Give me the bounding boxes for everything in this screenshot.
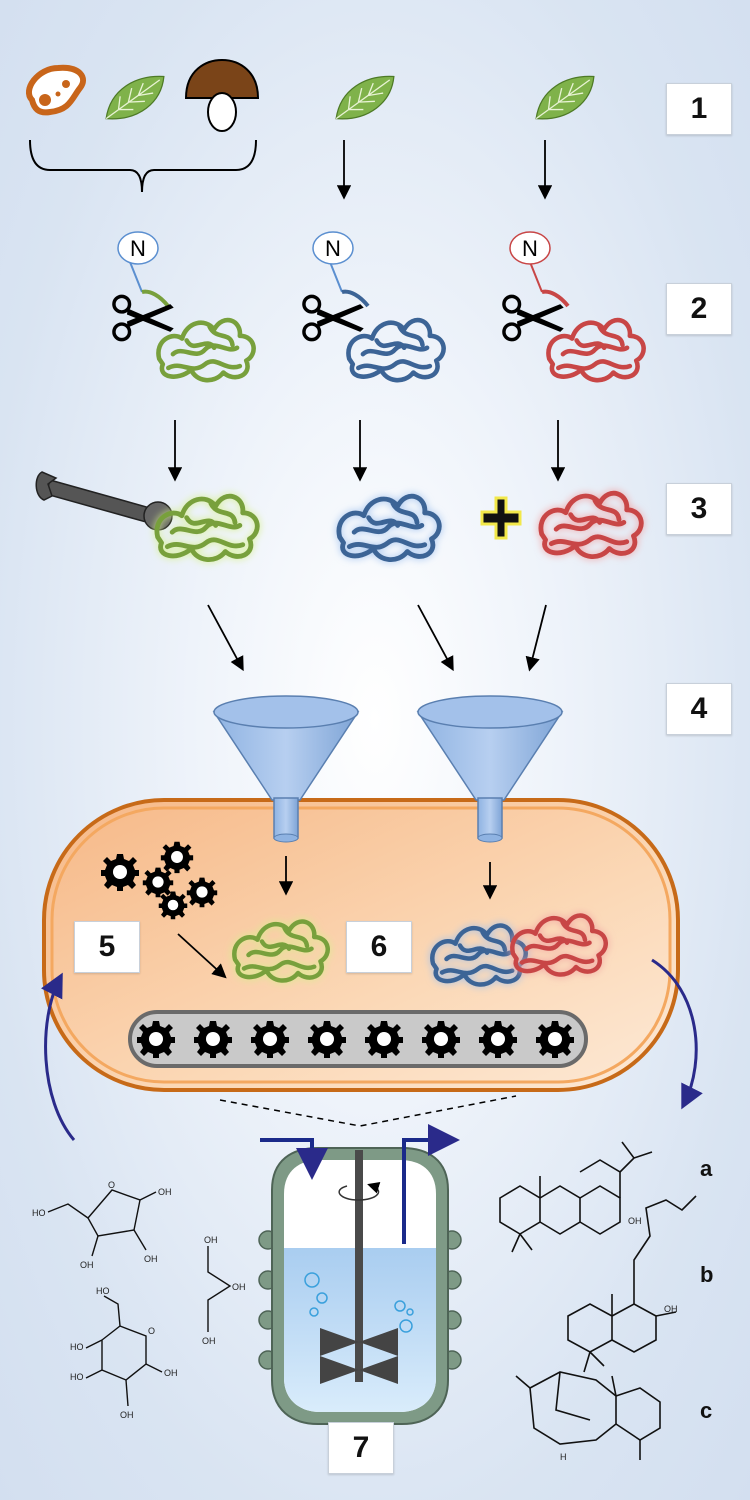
step-4-box: 4 [666, 683, 732, 735]
svg-text:OH: OH [144, 1254, 158, 1264]
svg-text:N: N [130, 236, 146, 261]
arrow [207, 604, 244, 672]
bacterium-icon [26, 64, 86, 116]
blue-enzyme-active [339, 496, 439, 559]
compound-a-structure [499, 1141, 653, 1253]
step-1-box: 1 [666, 83, 732, 135]
plant-leaf-icon [105, 75, 165, 120]
compound-b-label: b [700, 1262, 714, 1287]
arrow [417, 604, 454, 672]
step-7-box: 7 [328, 1422, 394, 1474]
fungus-icon [184, 58, 260, 132]
n-terminus-label: N [312, 231, 354, 265]
n-terminus-label: N [509, 231, 551, 265]
n-terminus-label: N [117, 231, 159, 265]
svg-text:HO: HO [32, 1208, 46, 1218]
bioreactor [258, 1124, 462, 1425]
step-3-box: 3 [666, 483, 732, 535]
wrench-icon [35, 471, 173, 531]
svg-text:OH: OH [664, 1304, 678, 1314]
compound-c-label: c [700, 1398, 713, 1423]
plant-leaf-icon [535, 75, 595, 120]
glucose-structure: HO O HO HO OH OH [70, 1286, 178, 1420]
green-enzyme-precursor [112, 261, 254, 380]
glycerol-structure: OH OH OH [202, 1235, 246, 1346]
svg-text:OH: OH [120, 1410, 134, 1420]
plus-icon [480, 496, 522, 540]
step-6-box: 6 [346, 921, 412, 973]
svg-text:OH: OH [80, 1260, 94, 1270]
blue-enzyme-precursor [302, 261, 444, 380]
arrow [525, 604, 547, 672]
svg-text:N: N [325, 236, 341, 261]
arrow [177, 933, 227, 979]
svg-text:HO: HO [96, 1286, 110, 1296]
svg-text:O: O [108, 1180, 115, 1190]
compound-c-structure: H [515, 1371, 661, 1462]
funnel-icon [212, 695, 360, 843]
pathway-gear-track [128, 1010, 588, 1068]
red-enzyme-precursor [502, 261, 644, 380]
grouping-brace [29, 139, 257, 193]
green-enzyme-engineered [157, 496, 257, 559]
plant-leaf-icon [335, 75, 395, 120]
step-5-box: 5 [74, 921, 140, 973]
svg-text:OH: OH [232, 1282, 246, 1292]
zoom-lines [219, 1095, 517, 1127]
svg-text:H: H [560, 1452, 567, 1462]
red-enzyme-active [541, 493, 641, 556]
compound-a-label: a [700, 1156, 713, 1181]
svg-text:OH: OH [158, 1187, 172, 1197]
svg-text:HO: HO [70, 1342, 84, 1352]
compound-b-structure: OH OH [567, 1195, 697, 1373]
product-output-arrow [651, 958, 703, 1110]
svg-text:N: N [522, 236, 538, 261]
step-2-box: 2 [666, 283, 732, 335]
funnel-icon [416, 695, 564, 843]
svg-text:OH: OH [164, 1368, 178, 1378]
substrate-input-arrow [41, 972, 76, 1141]
svg-text:HO: HO [70, 1372, 84, 1382]
svg-text:O: O [148, 1326, 155, 1336]
svg-text:OH: OH [202, 1336, 216, 1346]
svg-text:OH: OH [204, 1235, 218, 1245]
svg-text:OH: OH [628, 1216, 642, 1226]
ribose-structure: HO O OH OH OH [32, 1180, 172, 1270]
